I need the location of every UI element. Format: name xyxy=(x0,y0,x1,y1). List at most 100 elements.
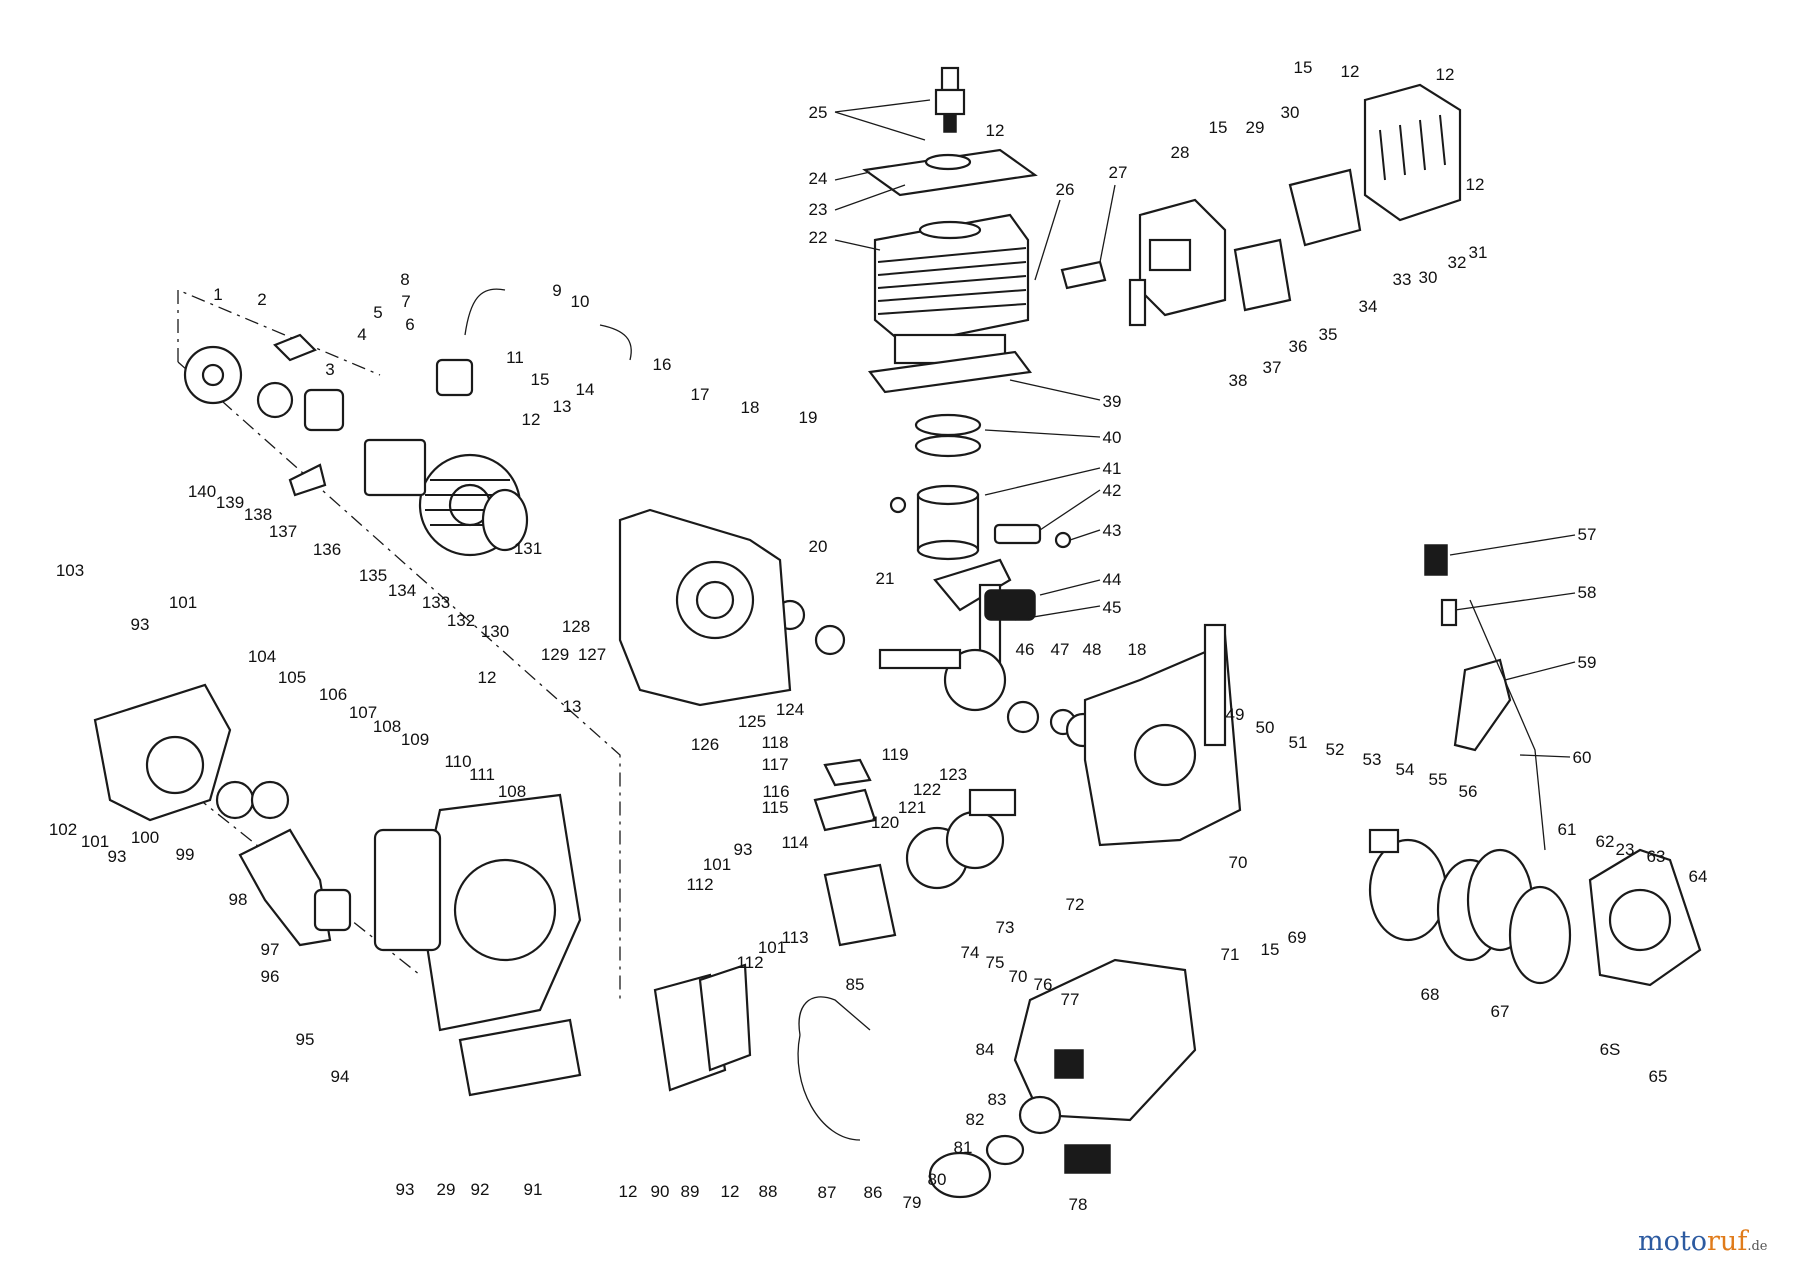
callout-42: 42 xyxy=(1103,481,1122,500)
callout-111: 111 xyxy=(469,765,495,784)
callout-3: 3 xyxy=(325,360,334,379)
callout-38: 38 xyxy=(1229,371,1248,390)
callout-109: 109 xyxy=(401,730,429,749)
callout-40: 40 xyxy=(1103,428,1122,447)
callout-57: 57 xyxy=(1578,525,1597,544)
muffler xyxy=(1138,83,1462,317)
callout-126: 126 xyxy=(691,735,719,754)
callout-56: 56 xyxy=(1459,782,1478,801)
callout-129: 129 xyxy=(541,645,569,664)
callout-25: 25 xyxy=(809,103,828,122)
callout-20: 20 xyxy=(809,537,828,556)
watermark-letter: r xyxy=(1707,1226,1720,1257)
callout-106: 106 xyxy=(319,685,347,704)
callout-93-b: 93 xyxy=(131,615,150,634)
leader-lines xyxy=(834,99,1576,758)
callout-131: 131 xyxy=(514,539,542,558)
watermark-suffix: .de xyxy=(1747,1239,1767,1254)
callout-135: 135 xyxy=(359,566,387,585)
piston xyxy=(916,484,980,561)
callout-124: 124 xyxy=(776,700,804,719)
callout-4: 4 xyxy=(357,325,366,344)
callout-15-b: 15 xyxy=(1294,58,1313,77)
callout-31: 31 xyxy=(1469,243,1488,262)
callout-64: 64 xyxy=(1689,867,1708,886)
callout-101-c: 101 xyxy=(703,855,731,874)
callout-108: 108 xyxy=(373,717,401,736)
callout-117: 117 xyxy=(761,755,788,774)
callout-70-b: 70 xyxy=(1009,967,1028,986)
watermark-letter: m xyxy=(1638,1226,1664,1257)
callout-71: 71 xyxy=(1221,945,1240,964)
callout-136: 136 xyxy=(313,540,341,559)
callout-22: 22 xyxy=(809,228,828,247)
callout-140: 140 xyxy=(188,482,216,501)
mount-bracket xyxy=(238,828,332,947)
callout-12-c: 12 xyxy=(1466,175,1485,194)
callout-116: 116 xyxy=(762,782,789,801)
starter-pulley xyxy=(1368,838,1448,942)
callout-93-c: 93 xyxy=(108,847,127,866)
bearing xyxy=(1006,700,1040,734)
callout-112: 112 xyxy=(686,875,713,894)
callout-128: 128 xyxy=(562,617,590,636)
callout-12-h: 12 xyxy=(1436,65,1455,84)
callout-44: 44 xyxy=(1103,570,1122,589)
callout-130: 130 xyxy=(481,622,509,641)
callout-60: 60 xyxy=(1573,748,1592,767)
callout-19: 19 xyxy=(799,408,818,427)
callout-113: 113 xyxy=(781,928,808,947)
callout-26: 26 xyxy=(1056,180,1075,199)
callout-90: 90 xyxy=(651,1182,670,1201)
callout-84: 84 xyxy=(976,1040,995,1059)
callout-59: 59 xyxy=(1578,653,1597,672)
callout-28: 28 xyxy=(1171,143,1190,162)
callout-8: 8 xyxy=(400,270,409,289)
callout-12-e: 12 xyxy=(478,668,497,687)
watermark-logo: motoruf.de xyxy=(1638,1226,1768,1257)
callout-37: 37 xyxy=(1263,358,1282,377)
callout-11: 11 xyxy=(506,348,524,367)
callout-7: 7 xyxy=(401,292,410,311)
callout-115: 115 xyxy=(761,798,788,817)
callout-139: 139 xyxy=(216,493,244,512)
piston-ring-lower xyxy=(914,434,982,458)
callout-100: 100 xyxy=(131,828,159,847)
base-foot xyxy=(458,1018,582,1097)
callout-50: 50 xyxy=(1256,718,1275,737)
fuel-tank xyxy=(1013,958,1197,1122)
callout-15-c: 15 xyxy=(1209,118,1228,137)
callout-12-g: 12 xyxy=(721,1182,740,1201)
callout-132: 132 xyxy=(447,611,475,630)
callout-93: 93 xyxy=(396,1180,415,1199)
callout-134: 134 xyxy=(388,581,416,600)
callout-43: 43 xyxy=(1103,521,1122,540)
callout-34: 34 xyxy=(1359,297,1378,316)
callout-118: 118 xyxy=(761,733,788,752)
callout-138: 138 xyxy=(244,505,272,524)
callout-18-b: 18 xyxy=(1128,640,1147,659)
watermark-letter: f xyxy=(1737,1226,1749,1257)
callout-61: 61 xyxy=(1558,820,1577,839)
callout-52: 52 xyxy=(1326,740,1345,759)
callout-47: 47 xyxy=(1051,640,1070,659)
callout-73: 73 xyxy=(996,918,1015,937)
callout-125: 125 xyxy=(738,712,766,731)
callout-29-b: 29 xyxy=(437,1180,456,1199)
callout-96: 96 xyxy=(261,967,280,986)
callout-49: 49 xyxy=(1226,705,1245,724)
callout-85: 85 xyxy=(846,975,865,994)
callout-12-d: 12 xyxy=(522,410,541,429)
clutch xyxy=(183,345,243,405)
cylinder xyxy=(867,213,1033,394)
callout-17: 17 xyxy=(691,385,710,404)
callout-35: 35 xyxy=(1319,325,1338,344)
callout-82: 82 xyxy=(966,1110,985,1129)
callout-45: 45 xyxy=(1103,598,1122,617)
callout-13-b: 13 xyxy=(563,697,582,716)
callout-89: 89 xyxy=(681,1182,700,1201)
callout-54: 54 xyxy=(1396,760,1415,779)
callout-99: 99 xyxy=(176,845,195,864)
callout-12-f: 12 xyxy=(619,1182,638,1201)
